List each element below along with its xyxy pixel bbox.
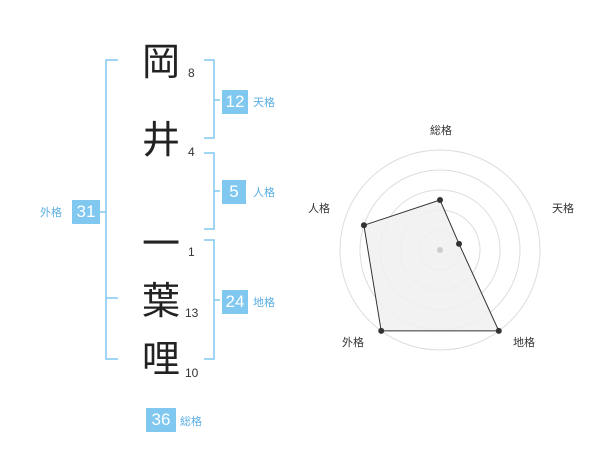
radar-axis-label-chikaku: 地格	[513, 335, 535, 349]
radar-points	[360, 197, 502, 334]
radar-area	[363, 199, 500, 332]
chikaku-label: 地格	[253, 296, 275, 309]
radar-ring	[339, 149, 541, 351]
chikaku-bracket	[204, 239, 220, 360]
stroke-count-4: 13	[185, 306, 199, 320]
tenkaku-bracket	[204, 59, 220, 139]
radar-point-1	[437, 197, 443, 203]
name-char-5: 哩	[141, 337, 180, 381]
name-char-2: 井	[141, 118, 180, 162]
radar-point-4	[378, 327, 385, 334]
radar-axis-label-soukaku: 総格	[430, 123, 452, 137]
radar-point-5	[360, 222, 367, 229]
soukaku-label: 総格	[180, 415, 202, 428]
stroke-count-1: 8	[188, 66, 195, 80]
radar-point-2	[456, 240, 463, 247]
gaikaku-bracket	[100, 59, 118, 360]
radar-center-dot	[437, 247, 443, 253]
gaikaku-label: 外格	[40, 206, 62, 219]
name-char-4: 葉	[141, 279, 180, 323]
name-char-3: 一	[141, 222, 180, 266]
gaikaku-value: 31	[72, 200, 100, 224]
jinkaku-value: 5	[222, 180, 246, 204]
radar-axis-label-jinkaku: 人格	[308, 201, 330, 215]
jinkaku-label: 人格	[253, 186, 275, 199]
name-char-1: 岡	[141, 40, 180, 84]
jinkaku-bracket	[204, 152, 220, 230]
radar-point-3	[495, 327, 502, 334]
stroke-count-5: 10	[185, 366, 199, 380]
tenkaku-label: 天格	[253, 96, 275, 109]
radar-axis-label-gaikaku: 外格	[342, 335, 364, 349]
stroke-count-3: 1	[188, 245, 195, 259]
chikaku-value: 24	[222, 290, 248, 314]
soukaku-value: 36	[146, 408, 176, 432]
tenkaku-value: 12	[222, 90, 248, 114]
radar-axis-label-tenkaku: 天格	[552, 201, 574, 215]
stroke-count-2: 4	[188, 145, 195, 159]
